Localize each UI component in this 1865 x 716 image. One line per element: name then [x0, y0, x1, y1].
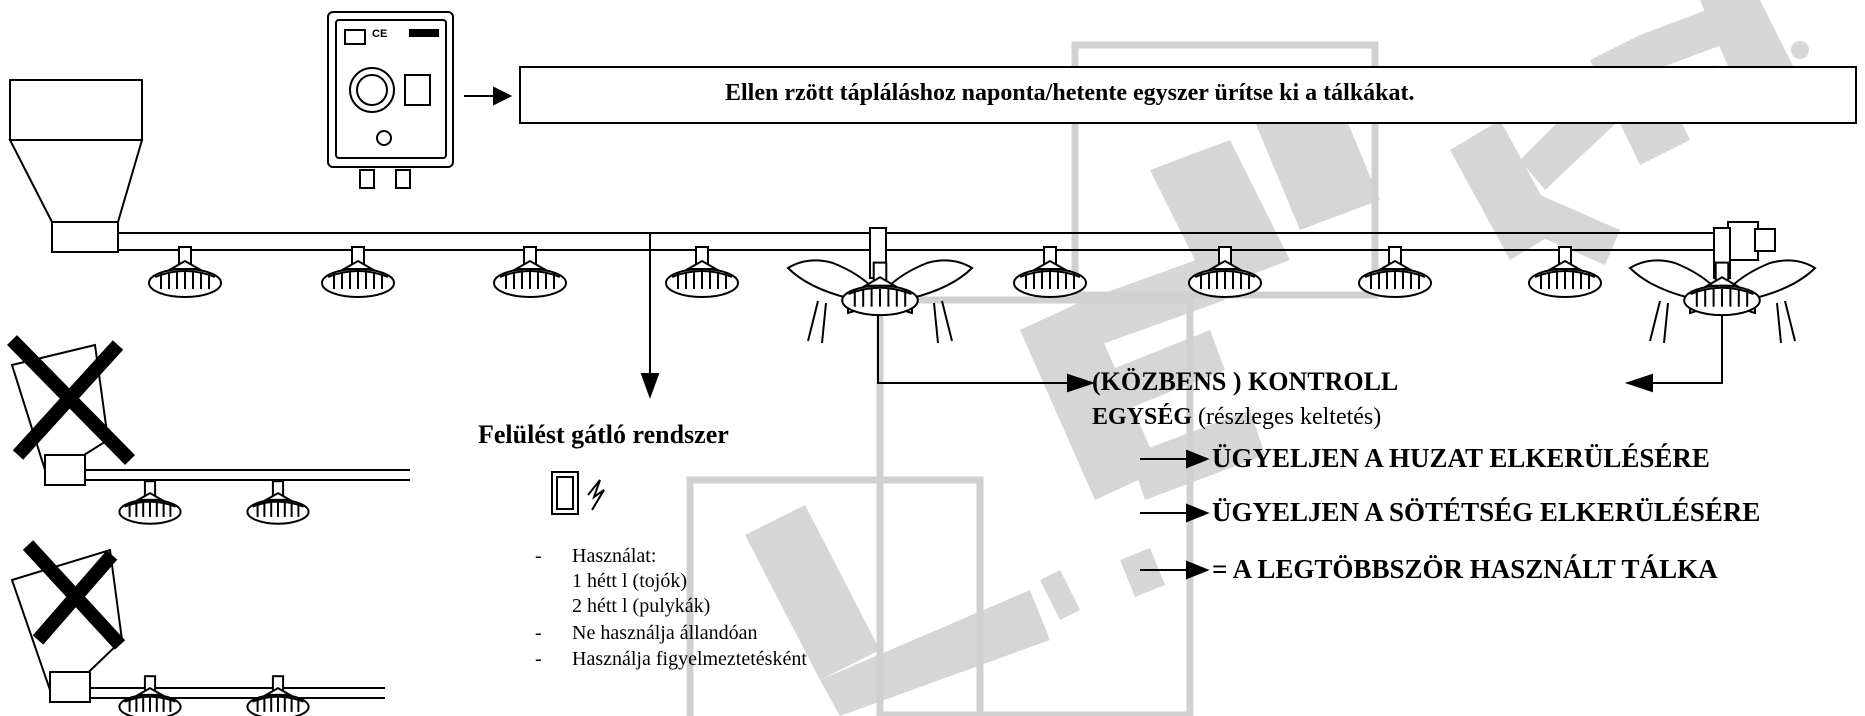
- feeder-pan: [1358, 246, 1432, 298]
- bullet-not-permanent: Ne használja állandóan: [572, 622, 758, 644]
- chicken-legs: [1776, 300, 1796, 344]
- feeder-pan: [493, 246, 567, 298]
- control-unit-title: (KÖZBENS ) KONTROLL: [1092, 367, 1399, 396]
- feeder-pan: [665, 246, 739, 298]
- feeder-pan: [148, 246, 222, 298]
- feeder-pan: [118, 675, 182, 716]
- instruction-box: [519, 66, 1857, 124]
- control-unit-partial: (részleges keltetés): [1192, 404, 1382, 430]
- bullet-warning: Használja figyelmeztetésként: [572, 648, 807, 670]
- instruction-text: Ellen rzött tápláláshoz naponta/hetente …: [725, 80, 1415, 106]
- feeder-pan: [1013, 246, 1087, 298]
- bullet-dash: -: [535, 648, 542, 670]
- wrong-hopper-2: [10, 540, 385, 703]
- sensor-icon: [551, 471, 605, 515]
- control-box-ce-label: CE: [372, 28, 388, 40]
- feeder-pan: [321, 246, 395, 298]
- note-most-used-pan: = A LEGTÖBBSZÖR HASZNÁLT TÁLKA: [1212, 554, 1718, 584]
- chicken-legs: [807, 300, 827, 344]
- bullet-dash: -: [535, 622, 542, 644]
- chicken-legs: [1649, 300, 1669, 344]
- feeder-pan: [1683, 261, 1761, 317]
- wrong-hopper-1: [7, 335, 410, 486]
- usage-line-turkeys: 2 hétt l (pulykák): [572, 595, 711, 617]
- usage-line-hens: 1 hétt l (tojók): [572, 570, 687, 592]
- usage-bullet: -: [535, 545, 542, 567]
- control-unit-egyseg: EGYSÉG: [1092, 404, 1193, 430]
- chicken-legs: [933, 300, 953, 344]
- usage-heading: Használat:: [572, 545, 657, 567]
- control-box: [327, 11, 454, 189]
- feeder-pans: [118, 246, 1761, 716]
- feeder-pan: [246, 675, 310, 716]
- feed-pipe: [118, 221, 1776, 261]
- anti-perch-title: Felülést gátló rendszer: [478, 420, 729, 449]
- feeder-pan: [246, 480, 310, 525]
- feeder-pan: [841, 261, 919, 317]
- note-draft: ÜGYELJEN A HUZAT ELKERÜLÉSÉRE: [1212, 443, 1710, 473]
- note-darkness: ÜGYELJEN A SÖTÉTSÉG ELKERÜLÉSÉRE: [1212, 497, 1761, 527]
- control-unit-subtitle: EGYSÉG (részleges keltetés): [1092, 404, 1381, 431]
- feed-hopper: [8, 79, 144, 253]
- feeder-pan: [1188, 246, 1262, 298]
- chickens: [786, 259, 1817, 344]
- feeder-pan: [118, 480, 182, 525]
- feeder-pan: [1528, 246, 1602, 298]
